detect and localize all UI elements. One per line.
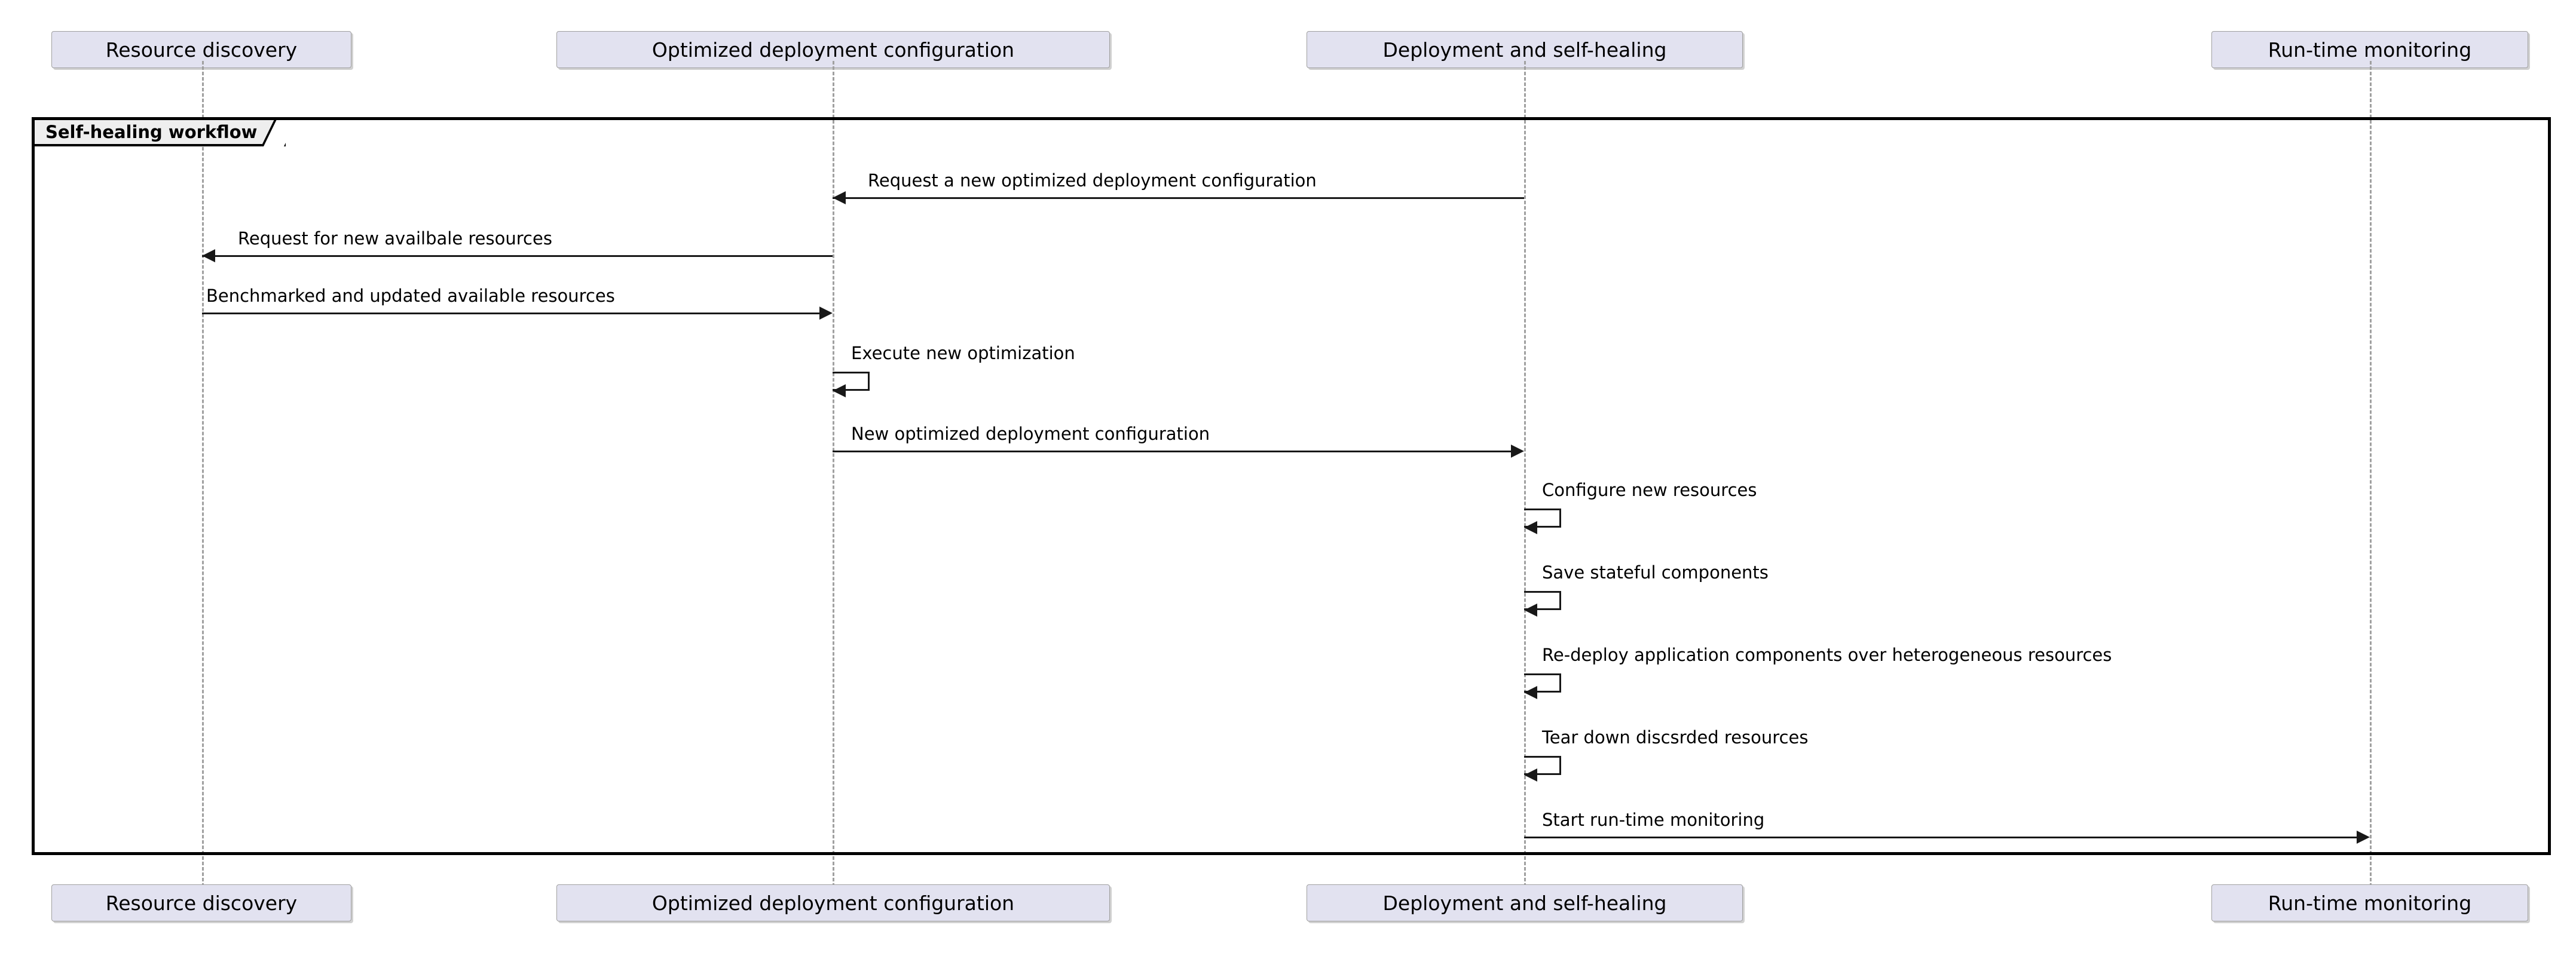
message-arrowhead-6: [1524, 521, 1537, 534]
message-line-5: [833, 451, 1511, 452]
message-label-8: Re-deploy application components over he…: [1542, 645, 2112, 665]
participant-label: Deployment and self-healing: [1382, 38, 1667, 62]
participant-label: Optimized deployment configuration: [651, 891, 1015, 915]
message-selfloop-7: [1524, 591, 1561, 610]
participant-label: Resource discovery: [105, 38, 298, 62]
message-label-3: Benchmarked and updated available resour…: [206, 286, 615, 306]
message-label-9: Tear down discsrded resources: [1542, 727, 1809, 748]
message-arrowhead-5: [1511, 445, 1524, 458]
message-label-6: Configure new resources: [1542, 480, 1757, 500]
participant-top-resource-discovery[interactable]: Resource discovery: [51, 31, 351, 68]
message-selfloop-4: [833, 372, 870, 391]
participant-label: Resource discovery: [105, 891, 298, 915]
message-arrowhead-4: [833, 384, 846, 397]
message-label-4: Execute new optimization: [851, 343, 1075, 363]
message-line-2: [202, 255, 833, 257]
participant-label: Optimized deployment configuration: [651, 38, 1015, 62]
lifeline-optimized-deployment-configuration: [833, 61, 834, 898]
message-arrowhead-10: [2357, 831, 2370, 844]
participant-bottom-run-time-monitoring[interactable]: Run-time monitoring: [2211, 884, 2528, 921]
message-line-3: [202, 313, 819, 314]
message-arrowhead-1: [833, 191, 846, 204]
message-arrowhead-7: [1524, 604, 1537, 617]
participant-bottom-deployment-and-self-healing[interactable]: Deployment and self-healing: [1307, 884, 1743, 921]
participant-label: Deployment and self-healing: [1382, 891, 1667, 915]
lifeline-deployment-and-self-healing: [1524, 61, 1526, 898]
lifeline-resource-discovery: [202, 61, 204, 898]
message-arrowhead-3: [819, 307, 833, 320]
participant-bottom-resource-discovery[interactable]: Resource discovery: [51, 884, 351, 921]
message-label-1: Request a new optimized deployment confi…: [868, 170, 1317, 191]
message-selfloop-8: [1524, 673, 1561, 693]
group-frame-label: Self-healing workflow: [35, 120, 286, 146]
message-label-5: New optimized deployment configuration: [851, 424, 1210, 444]
message-line-1: [833, 197, 1524, 199]
group-frame-self-healing-workflow: [32, 117, 2551, 855]
message-line-10: [1524, 837, 2357, 838]
message-label-7: Save stateful components: [1542, 562, 1769, 583]
participant-label: Run-time monitoring: [2268, 38, 2472, 62]
message-label-10: Start run-time monitoring: [1542, 810, 1765, 830]
message-arrowhead-2: [202, 249, 215, 262]
participant-label: Run-time monitoring: [2268, 891, 2472, 915]
lifeline-run-time-monitoring: [2370, 61, 2372, 898]
group-frame-label-text: Self-healing workflow: [45, 122, 258, 142]
message-label-2: Request for new availbale resources: [238, 228, 552, 249]
message-arrowhead-8: [1524, 686, 1537, 699]
message-selfloop-6: [1524, 509, 1561, 528]
message-selfloop-9: [1524, 756, 1561, 775]
message-arrowhead-9: [1524, 768, 1537, 782]
participant-bottom-optimized-deployment-configuration[interactable]: Optimized deployment configuration: [556, 884, 1110, 921]
